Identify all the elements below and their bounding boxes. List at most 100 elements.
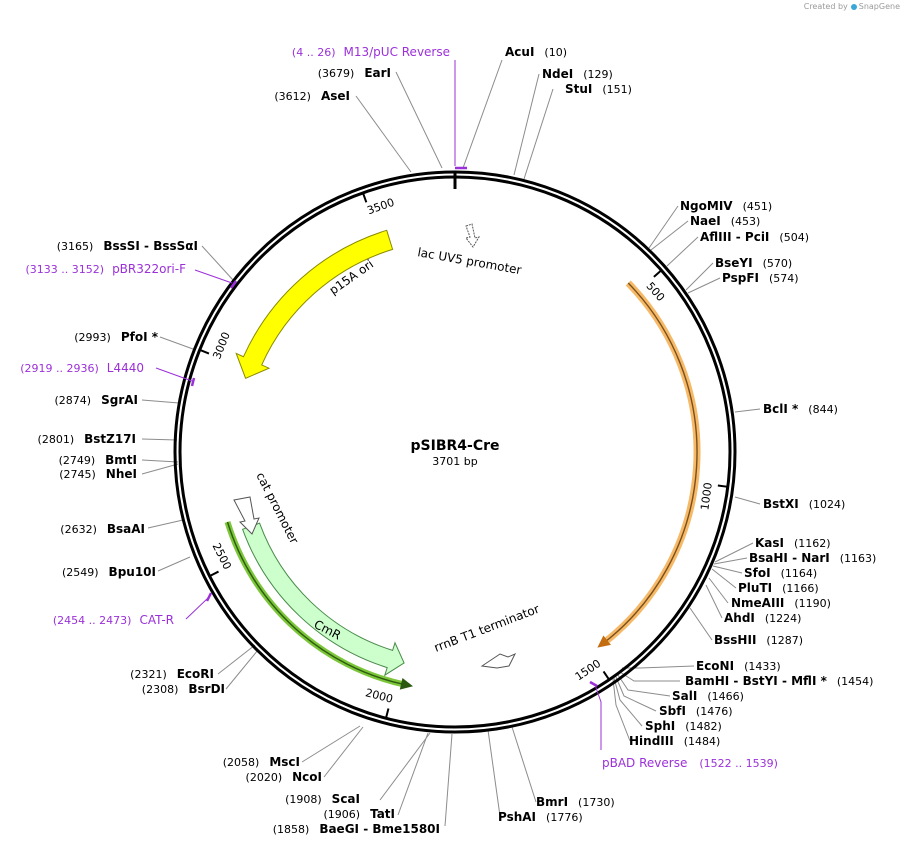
restriction-site-label[interactable]: BseYI(570) (715, 256, 792, 270)
primer-leaders (155, 60, 602, 750)
restriction-site-label[interactable]: (2745)NheI (59, 467, 137, 481)
site-position: (1476) (696, 705, 733, 718)
restriction-site-label[interactable]: (2749)BmtI (59, 453, 137, 467)
primer-label[interactable]: pBAD Reverse (1522 .. 1539) (602, 756, 778, 770)
site-position: (2874) (55, 394, 92, 407)
ruler-tick-label: 3000 (210, 330, 232, 361)
primer-markers (190, 166, 598, 688)
restriction-site-label[interactable]: (3165)BssSI - BssSαI (57, 239, 198, 253)
cmr-orf-arrowhead (399, 677, 413, 690)
restriction-site-label[interactable]: BmrI(1730) (536, 795, 615, 809)
site-position: (844) (808, 403, 838, 416)
primer-range: (4 .. 26) (292, 46, 336, 59)
restriction-site-label[interactable]: (2993)PfoI * (74, 330, 158, 344)
cmr-feature[interactable] (241, 522, 405, 677)
primer-labels: (4 .. 26)M13/pUC Reverse (3133 .. 3152)pB… (20, 45, 778, 770)
restriction-site-label[interactable]: BssHII(1287) (714, 633, 803, 647)
lac-uv5-promoter-feature[interactable] (465, 223, 481, 248)
restriction-site-label[interactable]: PluTI(1166) (738, 581, 819, 595)
site-name: BamHI - BstYI - MflI * (685, 674, 828, 688)
site-name: BsaHI - NarI (749, 551, 830, 565)
restriction-site-label[interactable]: KasI(1162) (755, 536, 831, 550)
restriction-site-label[interactable]: PspFI(574) (722, 271, 799, 285)
plasmid-name: pSIBR4-Cre (411, 438, 500, 454)
plasmid-size: 3701 bp (432, 455, 477, 468)
restriction-site-label[interactable]: EcoNI(1433) (696, 659, 781, 673)
site-position: (2801) (38, 433, 75, 446)
restriction-site-label[interactable]: NdeI(129) (542, 67, 613, 81)
restriction-site-label[interactable]: SalI(1466) (672, 689, 744, 703)
restriction-site-label[interactable]: (2020)NcoI (246, 770, 322, 784)
site-name: PfoI * (121, 330, 159, 344)
rrnb-terminator-feature[interactable] (480, 653, 517, 669)
ruler-tick (717, 484, 728, 488)
site-position: (2308) (142, 683, 179, 696)
restriction-site-label[interactable]: AhdI(1224) (724, 611, 801, 625)
restriction-site-label[interactable]: SbfI(1476) (659, 704, 733, 718)
restriction-site-label[interactable]: (2549)Bpu10I (62, 565, 156, 579)
site-position: (3679) (318, 67, 355, 80)
primer-label[interactable]: (2454 .. 2473)CAT-R (53, 613, 174, 627)
primer-range: (1522 .. 1539) (699, 757, 778, 770)
restriction-site-label[interactable]: AflIII - PciI(504) (700, 230, 809, 244)
primer-label[interactable]: (4 .. 26)M13/pUC Reverse (292, 45, 450, 59)
site-position: (2058) (223, 756, 260, 769)
site-name: SgrAI (101, 393, 138, 407)
restriction-site-label[interactable]: (2058) MscI (223, 755, 300, 769)
primer-label[interactable]: (3133 .. 3152)pBR322ori-F (26, 262, 187, 276)
restriction-site-label[interactable]: BsaHI - NarI(1163) (749, 551, 876, 565)
ruler-tick-label: 1500 (573, 657, 603, 683)
site-name: Bpu10I (109, 565, 156, 579)
restriction-site-label[interactable]: SfoI(1164) (744, 566, 817, 580)
site-position: (1858) (273, 823, 310, 836)
restriction-site-label[interactable]: (3679)EarI (318, 66, 391, 80)
restriction-site-label[interactable]: (2308)BsrDI (142, 682, 225, 696)
restriction-site-label[interactable]: (2874) SgrAI (55, 393, 138, 407)
restriction-site-label[interactable]: SphI(1482) (645, 719, 722, 733)
restriction-site-label[interactable]: StuI(151) (565, 82, 632, 96)
restriction-site-label[interactable]: NmeAIII(1190) (731, 596, 831, 610)
site-name: EcoNI (696, 659, 734, 673)
site-position: (1906) (323, 808, 360, 821)
cat-promoter-feature[interactable] (233, 496, 260, 535)
restriction-site-label[interactable]: BclI *(844) (763, 402, 838, 416)
restriction-site-label[interactable]: BstXI(1024) (763, 497, 845, 511)
restriction-site-labels: AcuI(10) NdeI(129)StuI(151) NgoMIV(451)Nae… (38, 45, 877, 836)
cmr-orf-core (226, 521, 406, 686)
site-name: TatI (370, 807, 395, 821)
ruler-tick-label: 3500 (365, 196, 396, 218)
site-name: NcoI (292, 770, 322, 784)
restriction-site-label[interactable]: PshAI(1776) (498, 810, 583, 824)
site-name: SalI (672, 689, 697, 703)
restriction-site-label[interactable]: (1906) TatI (323, 807, 395, 821)
site-position: (129) (583, 68, 613, 81)
site-name: AflIII - PciI (700, 230, 769, 244)
restriction-site-label[interactable]: (2632)BsaAI (60, 522, 145, 536)
restriction-site-label[interactable]: (2321)EcoRI (130, 667, 214, 681)
credit-prefix: Created by (803, 2, 848, 11)
restriction-site-label[interactable]: (2801)BstZ17I (38, 432, 136, 446)
restriction-site-label[interactable]: HindIII(1484) (629, 734, 720, 748)
site-name: ScaI (332, 792, 360, 806)
site-leader-lines (141, 59, 761, 827)
ruler-tick (602, 670, 610, 681)
restriction-site-label[interactable]: (1858)BaeGI - Bme1580I (273, 822, 440, 836)
primer-range: (2919 .. 2936) (20, 362, 99, 375)
restriction-site-label[interactable]: NgoMIV(451) (680, 199, 772, 213)
restriction-site-label[interactable]: (1908)ScaI (285, 792, 360, 806)
ruler-tick (209, 570, 219, 577)
site-name: MscI (269, 755, 300, 769)
site-position: (574) (769, 272, 799, 285)
restriction-site-label[interactable]: BamHI - BstYI - MflI *(1454) (685, 674, 873, 688)
site-position: (1190) (794, 597, 831, 610)
primer-label[interactable]: (2919 .. 2936)L4440 (20, 361, 144, 375)
lac-uv5-promoter-label: lac UV5 promoter (416, 245, 522, 277)
primer-name: pBAD Reverse (602, 756, 687, 770)
ruler-tick (653, 269, 663, 278)
site-name: BstXI (763, 497, 799, 511)
p15a-ori-feature[interactable] (235, 229, 394, 379)
restriction-site-label[interactable]: (3612)AseI (274, 89, 350, 103)
restriction-site-label[interactable]: NaeI(453) (690, 214, 760, 228)
site-position: (2321) (130, 668, 167, 681)
restriction-site-label[interactable]: AcuI(10) (505, 45, 567, 59)
